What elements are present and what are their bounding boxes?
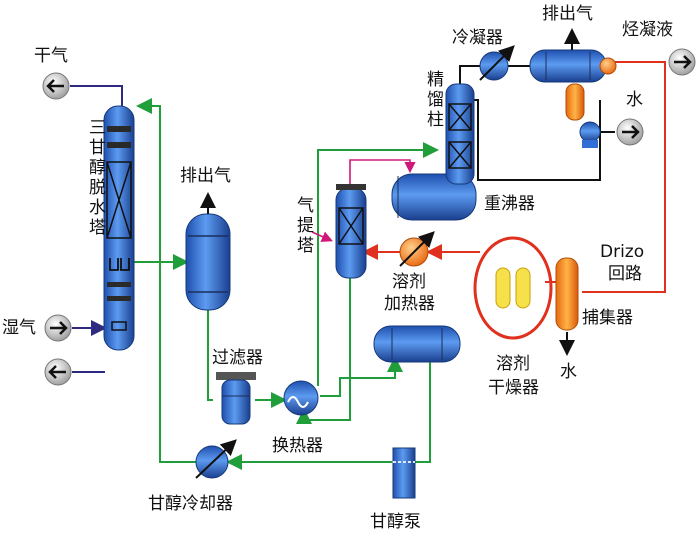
column-to-condenser	[459, 65, 480, 84]
surge-tank	[373, 325, 461, 363]
label-wet-gas: 湿气	[2, 318, 36, 338]
label-dry-gas: 干气	[34, 46, 68, 66]
flash-drum	[185, 192, 231, 311]
label-vent-mid: 排出气	[180, 166, 231, 186]
hydrocarbon-return	[582, 61, 666, 293]
cooler-to-tower	[136, 98, 196, 463]
flash-to-filter	[207, 308, 213, 401]
teg-tower	[103, 105, 135, 351]
label-hydrocarbon-liquid: 烃凝液	[622, 20, 673, 40]
filter-vessel	[216, 372, 256, 425]
label-solvent-dryer-2: 干燥器	[488, 378, 539, 398]
label-still-column: 精馏柱	[423, 70, 443, 130]
glycol-pump-symbol	[392, 447, 416, 499]
label-vent-top: 排出气	[542, 4, 593, 24]
label-solvent-heater-1: 溶剂	[392, 272, 426, 292]
terminals	[42, 48, 696, 386]
glycol-cooler-symbol	[195, 439, 237, 479]
dry-gas-out	[70, 85, 123, 106]
terminal-hydrocarbon	[668, 48, 696, 76]
solvent-dryer	[473, 236, 553, 340]
accumulator	[529, 28, 617, 148]
label-condenser: 冷凝器	[452, 28, 503, 48]
still-column	[445, 83, 475, 185]
label-heat-exchanger: 换热器	[272, 436, 323, 456]
stripping-tower	[311, 159, 416, 279]
label-filter: 过滤器	[212, 348, 263, 368]
label-solvent-dryer-1: 溶剂	[496, 354, 530, 374]
label-glycol-cooler: 甘醇冷却器	[148, 494, 233, 514]
surge-to-pump	[406, 362, 431, 463]
label-stripping-tower: 气提塔	[293, 196, 313, 256]
label-teg-tower: 三甘醇脱水塔	[85, 118, 105, 238]
glycol-lines	[133, 98, 439, 470]
label-water-right: 水	[626, 90, 643, 110]
gas-lines	[70, 85, 123, 373]
collector-vessel	[555, 257, 579, 356]
terminal-water	[616, 118, 644, 146]
label-collector: 捕集器	[582, 308, 633, 328]
label-solvent-heater-2: 加热器	[384, 294, 435, 314]
solvent-heater-symbol	[399, 231, 435, 267]
exchanger-to-surge	[320, 356, 403, 397]
terminal-wet-gas	[44, 314, 72, 342]
exchanger-to-stripper	[317, 142, 439, 386]
reboiler-vessel	[391, 173, 477, 221]
stripper-to-exchanger	[296, 276, 351, 424]
reflux-line	[470, 99, 601, 181]
label-reboiler: 重沸器	[484, 194, 535, 214]
heat-exchanger-symbol	[283, 380, 319, 416]
label-drizo-loop-1: Drizo	[600, 242, 645, 262]
label-glycol-pump: 甘醇泵	[370, 512, 421, 532]
label-water-bottom: 水	[560, 362, 577, 382]
condenser-symbol	[479, 45, 515, 81]
terminal-dry-gas	[42, 72, 70, 100]
label-drizo-loop-2: 回路	[608, 264, 642, 284]
terminal-bottom-out	[44, 358, 72, 386]
